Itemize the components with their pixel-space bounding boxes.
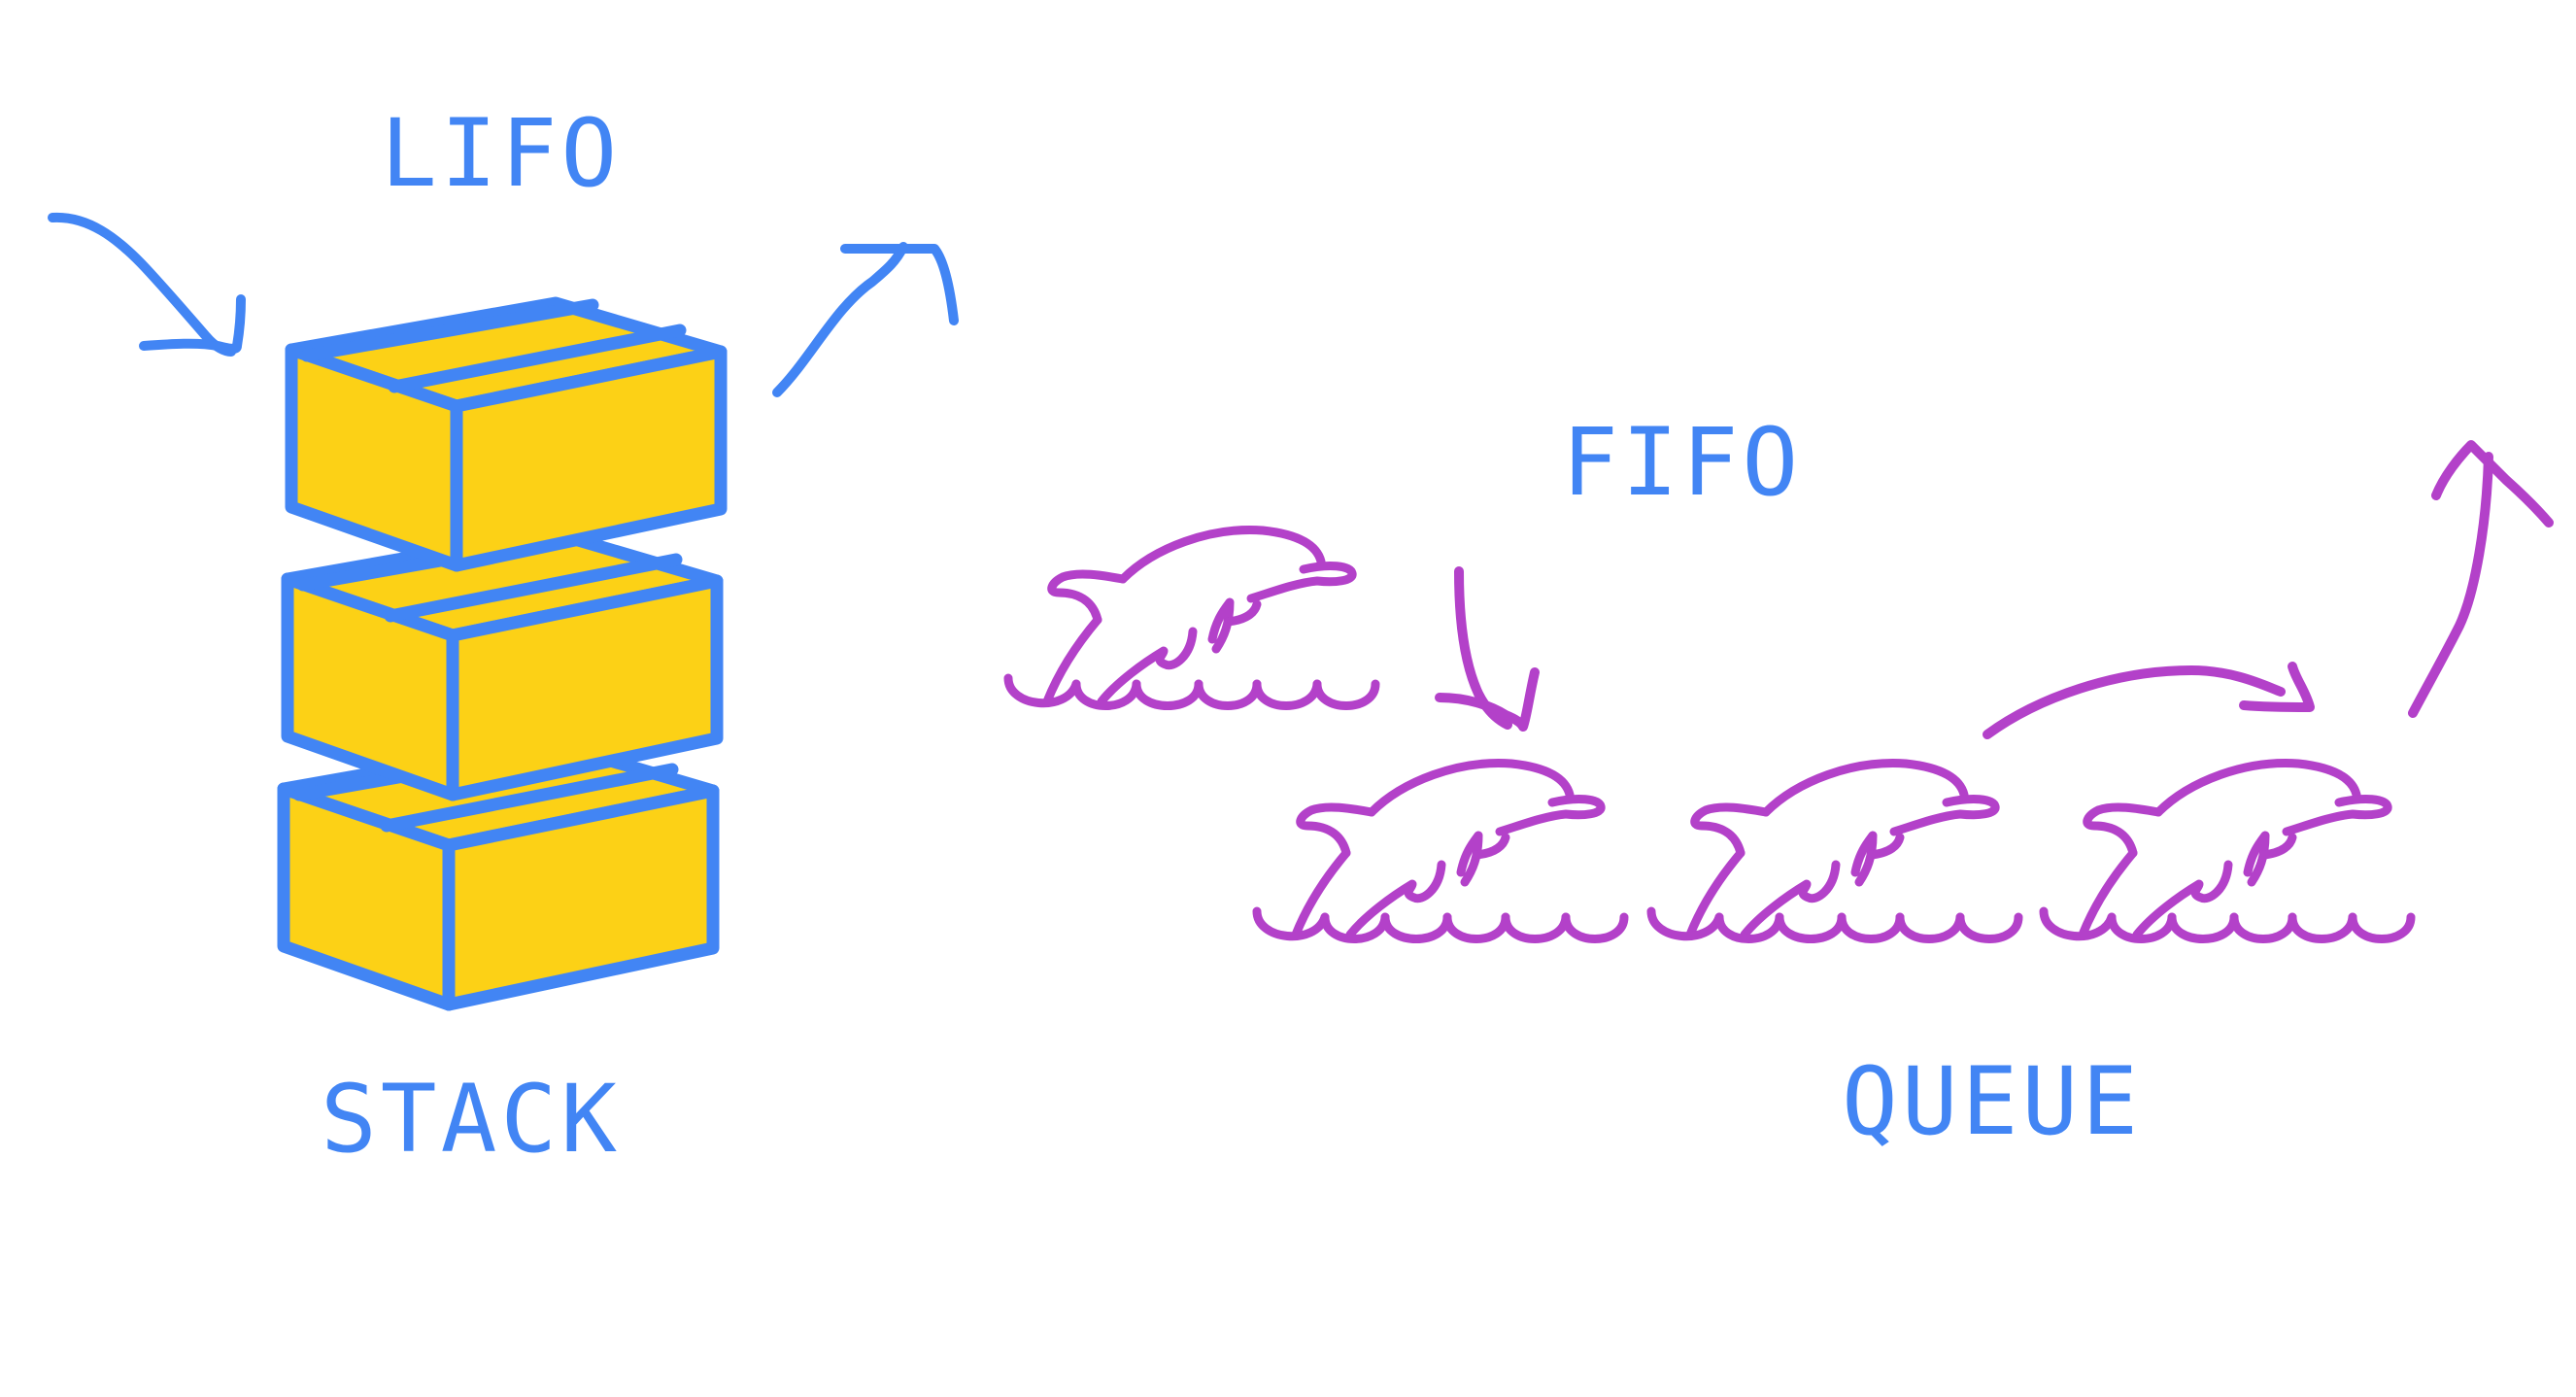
dolphin-icon-queue-3 — [2044, 764, 2411, 939]
pop-arrow-icon — [772, 242, 959, 397]
dolphin-icon-queue-1 — [1257, 764, 1624, 939]
box-icon-middle — [288, 532, 717, 795]
enqueue-arrow-icon — [1435, 566, 1540, 732]
stack-label: STACK — [321, 1065, 621, 1174]
dequeue-leap-arrow-icon — [1983, 662, 2315, 739]
dolphin-icon-queue-2 — [1651, 764, 2018, 939]
fifo-label: FIFO — [1562, 408, 1803, 517]
dolphin-icon-incoming — [1008, 530, 1375, 706]
queue-label: QUEUE — [1842, 1047, 2142, 1156]
box-icon-top — [291, 303, 721, 565]
exit-arrow-icon — [2408, 440, 2554, 718]
lifo-label: LIFO — [381, 99, 622, 208]
push-arrow-icon — [48, 212, 246, 357]
